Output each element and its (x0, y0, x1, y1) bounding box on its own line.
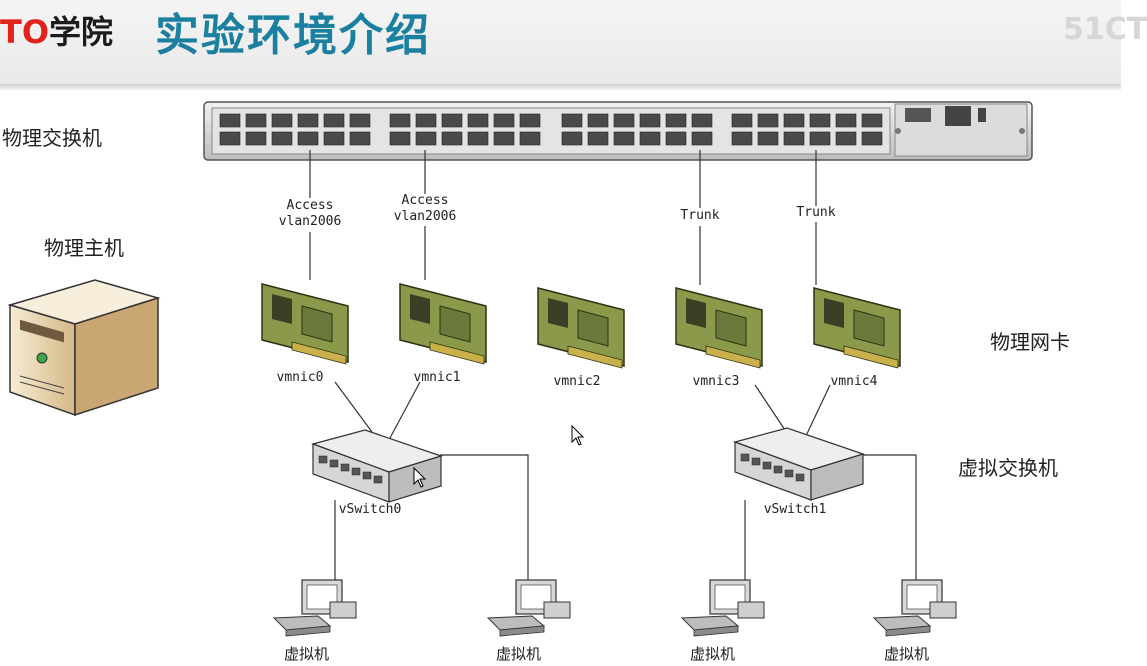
nic-card-icon (813, 287, 901, 369)
link-mode-label: Trunk (680, 208, 720, 223)
nic-label: vmnic4 (830, 374, 878, 389)
header-divider (0, 84, 1121, 90)
network-diagram (7, 101, 1033, 637)
link-vlan-label: vlan2006 (393, 209, 457, 224)
watermark: 51CT (1063, 12, 1147, 47)
virtual-machines (272, 579, 957, 637)
cursor-icon-2 (413, 466, 427, 488)
virtual-switch-icon (733, 427, 865, 501)
computer-icon (272, 579, 357, 637)
vm-label: 虚拟机 (284, 645, 330, 663)
nic-card-icon (675, 287, 763, 369)
vswitch-label: vSwitch1 (763, 502, 827, 517)
nic-label: vmnic0 (276, 370, 324, 385)
label-virtual-switch: 虚拟交换机 (958, 456, 1058, 480)
link-mode-label: Access (286, 198, 334, 213)
computer-icon (680, 579, 765, 637)
nic-label: vmnic2 (553, 374, 601, 389)
header-bar (0, 0, 1121, 88)
link-vlan-label: vlan2006 (278, 214, 342, 229)
vswitch-label: vSwitch0 (338, 502, 402, 517)
nic-label: vmnic1 (413, 370, 461, 385)
label-physical-host: 物理主机 (44, 236, 124, 260)
virtual-switches (311, 427, 865, 503)
brand-logo: TO学院 (0, 10, 113, 54)
nic-card-icon (537, 287, 625, 369)
vm-label: 虚拟机 (690, 645, 736, 663)
nic-label: vmnic3 (692, 374, 740, 389)
physical-switch-icon (203, 101, 1033, 161)
link-mode-label: Trunk (796, 205, 836, 220)
label-physical-switch: 物理交换机 (2, 126, 102, 150)
computer-icon (872, 579, 957, 637)
nic-cards (261, 283, 901, 369)
page-title: 实验环境介绍 (155, 10, 431, 61)
connection-lines (309, 150, 917, 585)
brand-logo-red: TO (0, 13, 50, 51)
vm-label: 虚拟机 (496, 645, 542, 663)
switch-ports (219, 113, 883, 146)
vm-label: 虚拟机 (884, 645, 930, 663)
label-physical-nic: 物理网卡 (990, 330, 1070, 354)
virtual-switch-icon (311, 429, 443, 503)
server-tower-icon (7, 279, 161, 417)
cursor-icon (571, 424, 585, 446)
brand-logo-text: 学院 (49, 13, 114, 51)
nic-card-icon (399, 283, 487, 365)
link-mode-label: Access (401, 193, 449, 208)
computer-icon (486, 579, 571, 637)
nic-card-icon (261, 283, 349, 365)
